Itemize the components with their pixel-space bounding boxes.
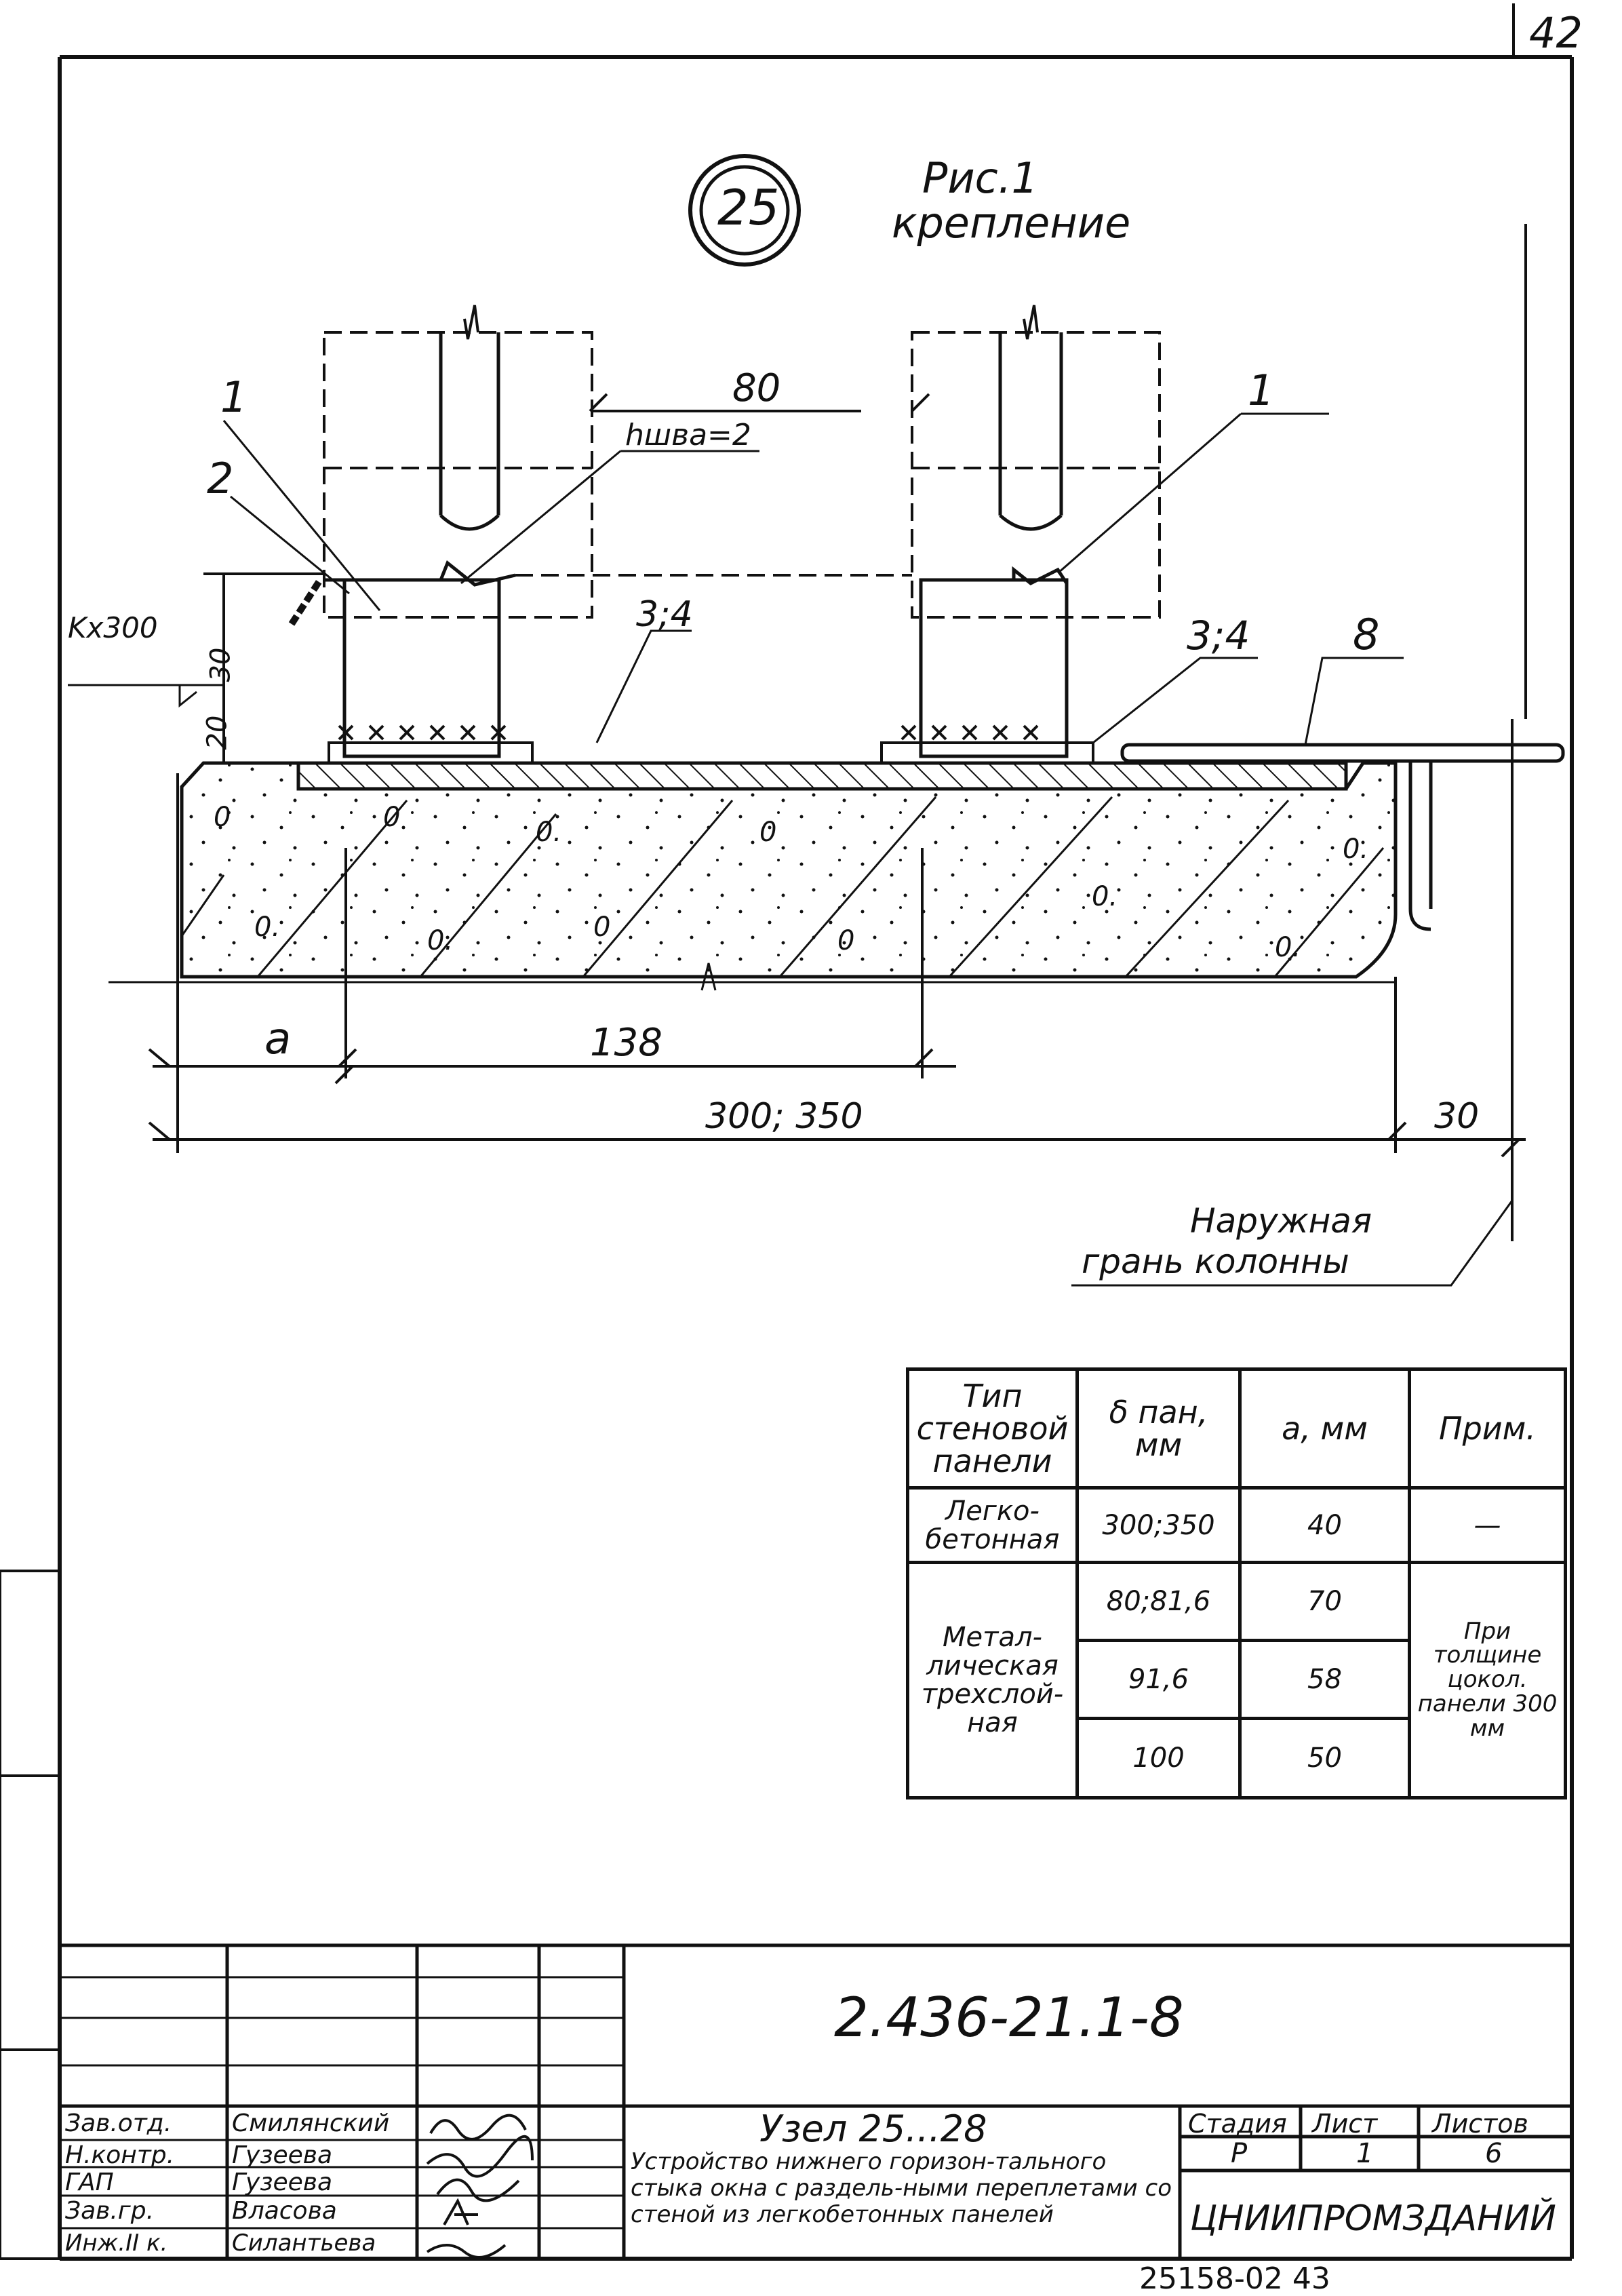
svg-text:0.: 0. (427, 925, 453, 956)
header-note: Прим. (1408, 1367, 1567, 1490)
stage-label: Стадия (1188, 2109, 1287, 2139)
cell-a: 58 (1238, 1639, 1411, 1720)
dimension-lines (108, 224, 1527, 1241)
node-badge (688, 154, 801, 267)
dim-138: 138 (590, 1021, 662, 1065)
name-3: Власова (232, 2197, 337, 2225)
signatures (426, 2114, 534, 2259)
cell-thickness: 300;350 (1075, 1486, 1242, 1564)
role-2: ГАП (65, 2168, 114, 2196)
cell-thickness: 80;81,6 (1075, 1561, 1242, 1642)
spec-table: Тип стеновой панели δ пан, мм a, мм Прим… (906, 1367, 1567, 1799)
cell-thickness: 91,6 (1075, 1639, 1242, 1720)
table-row: 100 50 (908, 1717, 1566, 1799)
note-outer-line1: Наружная (1190, 1201, 1372, 1241)
callout-2: 2 (207, 454, 234, 503)
frame-bars (288, 560, 1069, 758)
role-3: Зав.гр. (65, 2197, 155, 2225)
header-type: Тип стеновой панели (906, 1367, 1079, 1490)
dim-30: 30 (1434, 1096, 1480, 1137)
svg-text:0.: 0. (1275, 932, 1301, 963)
dim-a: a (264, 1014, 292, 1064)
dim-80: 80 (732, 366, 781, 410)
table-row: 91,6 58 (908, 1639, 1566, 1720)
doc-code: 2.436-21.1-8 (834, 1986, 1184, 2049)
cell-thickness: 100 (1075, 1717, 1242, 1799)
callout-8: 8 (1353, 610, 1380, 659)
sheets-value: 6 (1485, 2138, 1503, 2169)
cell-a: 70 (1238, 1561, 1411, 1642)
svg-text:0: 0 (593, 912, 610, 943)
role-1: Н.контр. (65, 2141, 175, 2169)
mullions (439, 305, 1063, 531)
name-0: Смилянский (232, 2109, 390, 2137)
page-number: 42 (1529, 8, 1583, 58)
dim-30-vertical: 30 (205, 647, 237, 682)
note-outer-line2: грань колонны (1082, 1242, 1349, 1281)
organization: ЦНИИПРОМЗДАНИЙ (1190, 2198, 1556, 2239)
dim-20-vertical: 20 (201, 715, 233, 750)
cell-type: Метал-лическая трехслой-ная (906, 1561, 1079, 1799)
svg-text:0.: 0. (1092, 881, 1117, 912)
cell-note: — (1408, 1486, 1567, 1564)
leader-lines (68, 412, 1514, 1287)
figure-caption-line1: Рис.1 (922, 153, 1038, 203)
cell-a: 50 (1238, 1717, 1411, 1799)
callout-1-left: 1 (220, 372, 248, 422)
svg-text:0.: 0. (254, 912, 280, 943)
cell-type: Легко-бетонная (906, 1486, 1079, 1564)
svg-text:0: 0 (214, 802, 231, 833)
node-number: 25 (717, 179, 780, 236)
title-head: Узел 25...28 (759, 2107, 987, 2150)
sheet-label: Лист (1312, 2109, 1378, 2139)
flashing-8 (1120, 743, 1565, 931)
name-1: Гузеева (232, 2141, 333, 2169)
callout-1-right: 1 (1248, 366, 1275, 415)
sheets-label: Листов (1432, 2109, 1528, 2139)
role-0: Зав.отд. (65, 2109, 172, 2137)
table-row: Метал-лическая трехслой-ная 80;81,6 70 П… (906, 1561, 1567, 1799)
title-body: Устройство нижнего горизон-тального стык… (631, 2148, 1172, 2229)
callout-weld: hшва=2 (625, 418, 751, 452)
cell-note: При толщине цокол. панели 300 мм (1408, 1561, 1567, 1799)
callout-3-4-right: 3;4 (1187, 612, 1250, 659)
role-4: Инж.II к. (65, 2230, 168, 2257)
callout-kx300: Kx300 (68, 611, 158, 644)
callout-3-4-left: 3;4 (636, 594, 693, 635)
sill-plate (296, 761, 1348, 791)
svg-text:0: 0 (837, 925, 854, 956)
header-thickness: δ пан, мм (1075, 1367, 1242, 1490)
binding-strip (0, 1221, 61, 2260)
name-4: Силантьева (232, 2230, 376, 2257)
sheet-value: 1 (1356, 2138, 1374, 2169)
window-frames (323, 331, 1161, 619)
header-a: a, мм (1238, 1367, 1411, 1490)
table-row: Легко-бетонная 300;350 40 — (906, 1486, 1567, 1564)
table-header-row: Тип стеновой панели δ пан, мм a, мм Прим… (906, 1367, 1567, 1490)
name-2: Гузеева (232, 2168, 333, 2196)
archive-number: 25158-02 43 (1139, 2261, 1330, 2296)
concrete-panel: 0 0 0. 0 0. 0. 0. 0 0 0. 0. (180, 761, 1398, 991)
svg-text:0: 0 (759, 817, 776, 848)
stage-value: Р (1231, 2138, 1248, 2169)
svg-text:0.: 0. (1343, 834, 1368, 865)
dim-300-350: 300; 350 (705, 1096, 863, 1137)
svg-text:0.: 0. (536, 817, 561, 848)
svg-text:0: 0 (383, 802, 400, 833)
figure-caption-line2: крепление (892, 198, 1131, 248)
cell-a: 40 (1238, 1486, 1411, 1564)
